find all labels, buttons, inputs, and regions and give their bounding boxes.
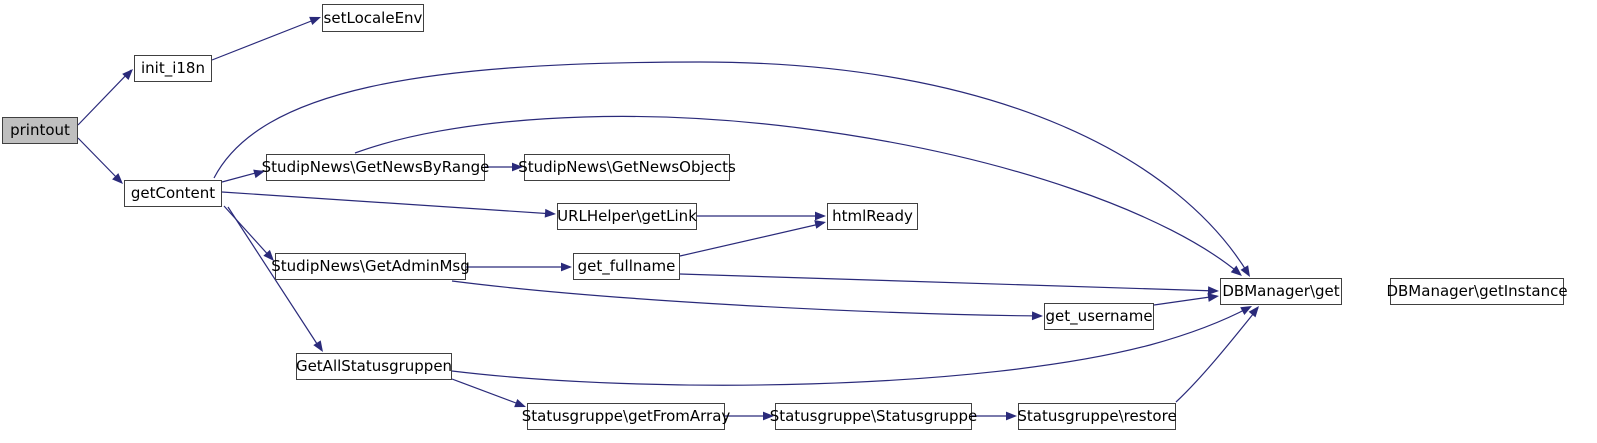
graph-edge	[679, 273, 1218, 292]
graph-node-label: DBManager\getInstance	[1386, 282, 1568, 300]
graph-edge	[1175, 307, 1259, 403]
graph-edge-arrowhead	[814, 220, 826, 229]
graph-node-setLocaleEnv[interactable]: setLocaleEnv	[322, 4, 424, 32]
graph-node-htmlReady[interactable]: htmlReady	[827, 203, 918, 230]
graph-edge	[211, 17, 320, 61]
graph-edge-arrowhead	[112, 173, 123, 184]
graph-node-get_username[interactable]: get_username	[1044, 303, 1154, 330]
graph-edge	[451, 306, 1251, 386]
graph-node-label: setLocaleEnv	[323, 8, 423, 27]
graph-edge	[77, 137, 122, 183]
graph-node-label: StudipNews\GetNewsByRange	[261, 158, 490, 176]
graph-edge-arrowhead	[253, 169, 265, 179]
graph-node-getFromArray[interactable]: Statusgruppe\getFromArray	[522, 403, 730, 430]
graph-node-label: init_i18n	[141, 59, 205, 77]
graph-edge-arrowhead	[1240, 306, 1252, 316]
graph-edge-arrowhead	[313, 340, 323, 352]
graph-node-init_i18n[interactable]: init_i18n	[134, 55, 212, 82]
graph-node-label: URLHelper\getLink	[557, 207, 697, 225]
graph-edge	[227, 206, 322, 351]
graph-node-newsByRange[interactable]: StudipNews\GetNewsByRange	[262, 154, 489, 181]
graph-edge-arrowhead	[514, 398, 526, 408]
graph-node-sgCtor[interactable]: Statusgruppe\Statusgruppe	[770, 403, 977, 430]
graph-edge-arrowhead	[1240, 265, 1250, 277]
graph-node-sgRestore[interactable]: Statusgruppe\restore	[1017, 403, 1177, 430]
graph-node-label: GetAllStatusgruppen	[295, 357, 453, 375]
graph-edge	[221, 191, 555, 215]
graph-edge-arrowhead	[263, 249, 274, 261]
graph-edge	[223, 205, 273, 260]
graph-edge-arrowhead	[309, 16, 321, 26]
graph-node-label: get_username	[1045, 307, 1153, 325]
graph-edge-arrowhead	[763, 411, 774, 421]
graph-node-dbGetInstance[interactable]: DBManager\getInstance	[1386, 278, 1568, 305]
graph-node-getContent[interactable]: getContent	[124, 180, 222, 207]
graph-node-label: StudipNews\GetAdminMsg	[271, 257, 470, 275]
graph-edge-arrowhead	[1207, 286, 1219, 296]
graph-node-label: Statusgruppe\restore	[1017, 407, 1177, 425]
graph-edge-arrowhead	[1207, 293, 1219, 302]
graph-node-label: htmlReady	[832, 207, 913, 225]
graph-node-allStatus[interactable]: GetAllStatusgruppen	[296, 353, 452, 380]
graph-edge-arrowhead	[1230, 265, 1242, 276]
graph-edge	[679, 222, 825, 257]
graph-node-label: Statusgruppe\Statusgruppe	[769, 407, 978, 425]
graph-node-label: get_fullname	[577, 257, 676, 275]
graph-node-label: printout	[10, 121, 70, 139]
graph-edge	[354, 115, 1241, 275]
graph-edge	[77, 69, 132, 126]
graph-node-get_fullname[interactable]: get_fullname	[573, 253, 680, 280]
graph-edge-arrowhead	[815, 211, 826, 221]
graph-node-printout[interactable]: printout	[2, 117, 78, 144]
graph-edge-arrowhead	[561, 262, 572, 272]
graph-node-getLink[interactable]: URLHelper\getLink	[557, 203, 697, 230]
graph-edge-arrowhead	[512, 162, 523, 172]
graph-edge	[1153, 295, 1218, 306]
graph-edge	[451, 378, 525, 407]
graph-edge-arrowhead	[1031, 311, 1043, 321]
graph-node-adminMsg[interactable]: StudipNews\GetAdminMsg	[271, 253, 470, 280]
graph-node-label: DBManager\get	[1222, 282, 1340, 300]
graph-node-newsObjects[interactable]: StudipNews\GetNewsObjects	[518, 154, 736, 181]
graph-node-label: StudipNews\GetNewsObjects	[518, 158, 736, 176]
graph-edge	[213, 61, 1250, 276]
graph-edge	[451, 280, 1042, 317]
graph-node-dbGet[interactable]: DBManager\get	[1220, 278, 1342, 305]
graph-node-label: getContent	[130, 184, 216, 202]
graph-edge-arrowhead	[122, 69, 133, 80]
graph-edge-arrowhead	[1248, 306, 1259, 318]
graph-edge-arrowhead	[1006, 411, 1017, 421]
graph-edge-arrowhead	[544, 208, 556, 218]
graph-node-label: Statusgruppe\getFromArray	[521, 407, 731, 425]
